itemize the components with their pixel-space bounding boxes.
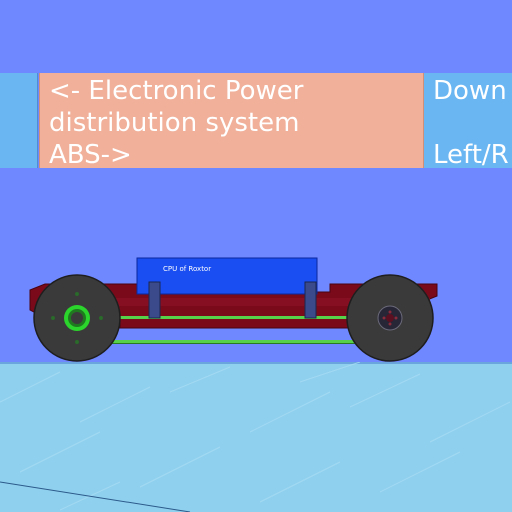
ground-edge bbox=[0, 362, 512, 364]
cpu-label: CPU of Roxtor bbox=[163, 265, 211, 273]
hud-info-line-1: <- Electronic Power bbox=[49, 76, 304, 106]
hud-left-panel bbox=[0, 73, 38, 168]
suspension-struts bbox=[148, 281, 317, 319]
hud-controls-panel: Down Left/R bbox=[424, 73, 512, 168]
cpu-box bbox=[136, 257, 318, 295]
hud-info-line-2: distribution system bbox=[49, 108, 300, 138]
hud-controls-line-3: Left/R bbox=[433, 140, 509, 168]
hud-controls-line-1: Down bbox=[433, 76, 507, 106]
ground-texture bbox=[0, 362, 511, 512]
vehicle-rails bbox=[108, 316, 364, 344]
hud-bar: <- Electronic Power distribution system … bbox=[0, 73, 512, 168]
hud-info-panel: <- Electronic Power distribution system … bbox=[39, 73, 424, 168]
ground bbox=[0, 362, 512, 512]
right-wheel-icon bbox=[346, 274, 434, 362]
ground-crack-line bbox=[0, 481, 191, 512]
hud-info-line-3: ABS-> bbox=[49, 140, 132, 168]
left-wheel-icon bbox=[33, 274, 121, 362]
